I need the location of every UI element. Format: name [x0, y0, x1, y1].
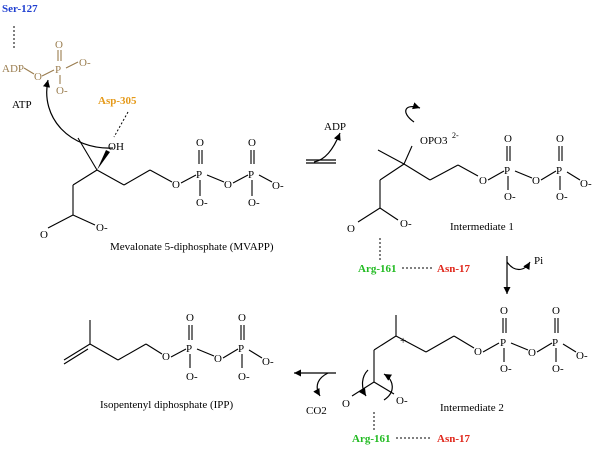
- mvapp-label: Mevalonate 5-diphosphate (MVAPP): [110, 241, 274, 253]
- int2-p2: P: [552, 337, 558, 349]
- ipp-label: Isopentenyl diphosphate (IPP): [100, 399, 234, 411]
- int2-p1-o-minus: O-: [500, 363, 512, 375]
- ipp-o1: O: [162, 351, 170, 363]
- asn17-label-b: Asn-17: [437, 433, 471, 445]
- mvapp-p1-o-minus: O-: [196, 197, 208, 209]
- curved-arrow-oh-attack: [42, 79, 114, 149]
- atp-o-minus-b: O-: [56, 85, 68, 97]
- int2-p2-o-minus-b: O-: [552, 363, 564, 375]
- ser127-label: Ser-127: [2, 3, 38, 15]
- int2-o2: O: [528, 347, 536, 359]
- co2-label: CO2: [306, 405, 327, 417]
- ipp-p1-double-o: O: [186, 312, 194, 324]
- mvapp-molecule: OH O O- O P O O- O P O O- O-: [40, 137, 284, 241]
- mvapp-p2-double-o: O: [248, 137, 256, 149]
- int1-p2-double-o: O: [556, 133, 564, 145]
- int1-o2: O: [532, 175, 540, 187]
- curved-arrow-decarb-a: [383, 373, 393, 401]
- atp-p: P: [55, 64, 61, 76]
- ipp-molecule: O P O O- O P O O- O-: [63, 312, 274, 383]
- int2-carbonyl-o: O: [342, 398, 350, 410]
- atp-label: ATP: [12, 99, 32, 111]
- arrow-pi-release: [506, 261, 531, 271]
- mvapp-p2-o-minus-a: O-: [272, 180, 284, 192]
- intermediate1-molecule: OPO3 2- O O- O P O O- O P O O- O-: [347, 102, 592, 235]
- int2-p2-o-minus-a: O-: [576, 350, 588, 362]
- atp-o-minus-a: O-: [79, 57, 91, 69]
- int1-p2-o-minus-a: O-: [580, 178, 592, 190]
- int1-p1-double-o: O: [504, 133, 512, 145]
- asn17-label-a: Asn-17: [437, 263, 471, 275]
- atp-bridge-o: O: [34, 71, 42, 83]
- ipp-p2-double-o: O: [238, 312, 246, 324]
- mvapp-carbonyl-o: O: [40, 229, 48, 241]
- ipp-p2-o-minus-a: O-: [262, 356, 274, 368]
- int1-carboxylate-o: O-: [400, 218, 412, 230]
- curved-arrow-decarb-b: [359, 369, 369, 397]
- mvapp-p2-o-minus-b: O-: [248, 197, 260, 209]
- ipp-p1: P: [186, 343, 192, 355]
- int1-carbonyl-o: O: [347, 223, 355, 235]
- arg161-label-a: Arg-161: [358, 263, 397, 275]
- mvapp-o1: O: [172, 179, 180, 191]
- int1-label: Intermediate 1: [450, 221, 514, 233]
- arrow-co2-release: [313, 372, 329, 397]
- atp-adp-label: ADP: [2, 63, 24, 75]
- int2-o1: O: [474, 346, 482, 358]
- int1-o1: O: [479, 175, 487, 187]
- mvapp-o2: O: [224, 179, 232, 191]
- int1-opo3-charge: 2-: [452, 131, 459, 140]
- mvapp-p2: P: [248, 169, 254, 181]
- mvapp-oh: OH: [108, 141, 124, 153]
- int1-p2: P: [556, 165, 562, 177]
- asp305-label: Asp-305: [98, 95, 137, 107]
- int1-p1: P: [504, 165, 510, 177]
- int2-carboxylate-o: O-: [396, 395, 408, 407]
- ipp-p2: P: [238, 343, 244, 355]
- intermediate2-molecule: + O O- O P O O- O P O O- O-: [342, 305, 588, 410]
- pi-label: Pi: [534, 255, 543, 267]
- mvapp-p1: P: [196, 169, 202, 181]
- int2-label: Intermediate 2: [440, 402, 504, 414]
- int2-p2-double-o: O: [552, 305, 560, 317]
- ipp-p2-o-minus-b: O-: [238, 371, 250, 383]
- curved-arrow-int1: [405, 102, 421, 123]
- int2-p1: P: [500, 337, 506, 349]
- mvapp-carboxylate-o: O-: [96, 222, 108, 234]
- int1-p1-o-minus: O-: [504, 191, 516, 203]
- atp-double-o: O: [55, 39, 63, 51]
- int1-p2-o-minus-b: O-: [556, 191, 568, 203]
- asp305-hbond: [113, 111, 129, 138]
- ipp-o2: O: [214, 353, 222, 365]
- arg161-label-b: Arg-161: [352, 433, 391, 445]
- ipp-p1-o-minus: O-: [186, 371, 198, 383]
- arrow-adp-release: [313, 132, 341, 163]
- mvapp-p1-double-o: O: [196, 137, 204, 149]
- int1-opo3: OPO3: [420, 135, 448, 147]
- atp-molecule: ADP O P O O- O-: [2, 39, 91, 97]
- adp-product-label: ADP: [324, 121, 346, 133]
- int2-p1-double-o: O: [500, 305, 508, 317]
- int2-carbocation: +: [400, 335, 406, 347]
